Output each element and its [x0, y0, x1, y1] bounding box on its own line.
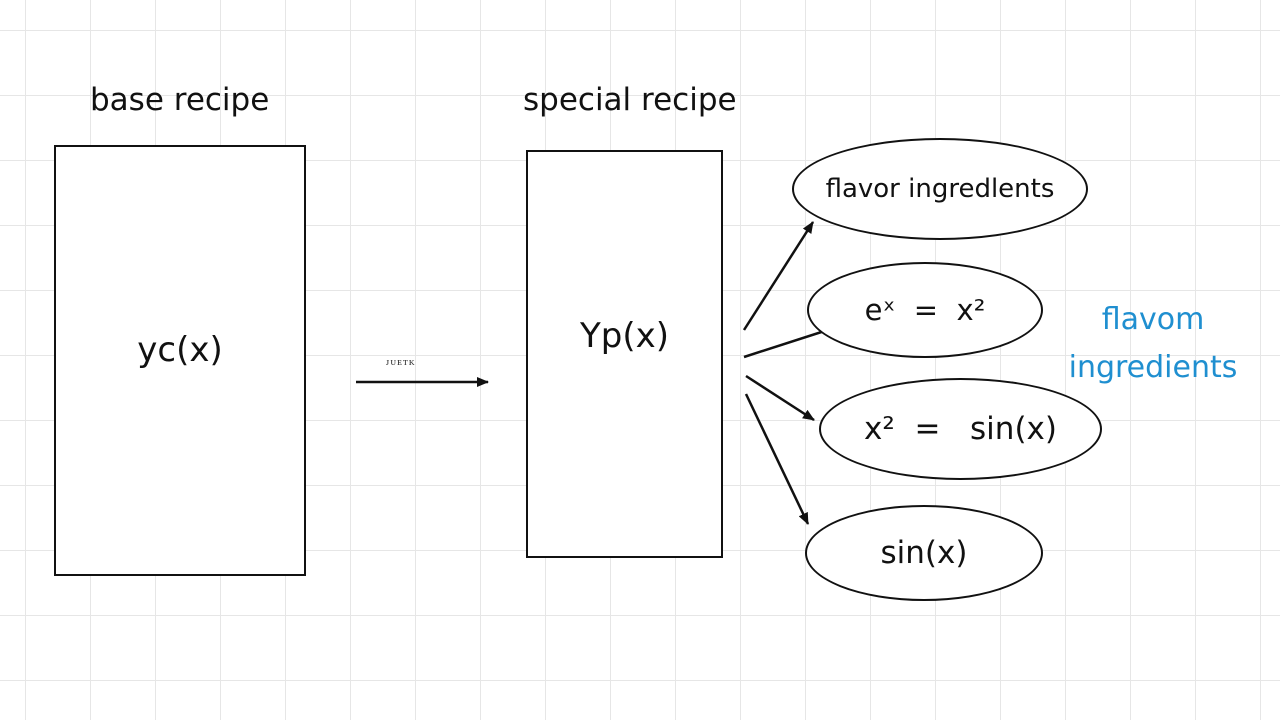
arrow-to-oval-1 — [742, 221, 815, 331]
oval-flavor-ingredients: flavor ingredlents — [792, 138, 1088, 240]
oval-exp-equation: eˣ = x² — [807, 262, 1043, 358]
special-recipe-function: Yp(x) — [579, 316, 669, 356]
side-note-line-1: flavom — [1101, 302, 1205, 337]
oval-square-equation-text: x² = sin(x) — [864, 411, 1057, 447]
special-recipe-box: Yp(x) — [526, 150, 723, 558]
oval-sine-text: sin(x) — [880, 535, 968, 571]
special-recipe-heading: special recipe — [523, 82, 737, 118]
base-recipe-heading: base recipe — [90, 82, 270, 118]
oval-square-equation: x² = sin(x) — [819, 378, 1102, 480]
oval-sine: sin(x) — [805, 505, 1043, 601]
oval-exp-equation-text: eˣ = x² — [864, 293, 986, 327]
arrow-to-oval-4 — [744, 393, 810, 525]
arrow-to-oval-3 — [745, 374, 815, 422]
flavor-ingredients-side-note: flavom ingredients — [1058, 296, 1248, 392]
oval-flavor-ingredients-text: flavor ingredlents — [825, 174, 1055, 204]
transition-arrow-label: ᴊᴜᴇᴛᴋ — [386, 355, 416, 368]
side-note-line-2: ingredients — [1068, 350, 1238, 385]
base-recipe-function: yc(x) — [137, 329, 223, 370]
base-recipe-box: yc(x) — [54, 145, 306, 576]
